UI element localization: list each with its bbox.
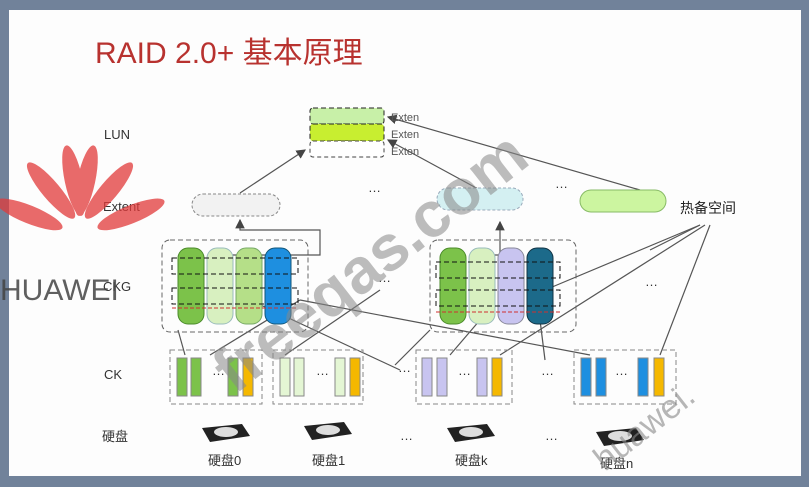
slide-title: RAID 2.0+ 基本原理: [95, 37, 363, 70]
extent-white: [191, 193, 281, 217]
hard-disk-icon: [447, 424, 495, 442]
ellipsis: …: [545, 428, 558, 443]
ellipsis: …: [212, 363, 225, 378]
hard-disk-icon: [304, 422, 352, 440]
slide-panel: [9, 10, 801, 476]
ck-groups: [169, 349, 677, 405]
ellipsis: …: [316, 363, 329, 378]
ellipsis: …: [400, 428, 413, 443]
lun-stack: [309, 107, 385, 158]
ellipsis: …: [645, 274, 658, 289]
ckg-group-left: [161, 239, 309, 333]
ellipsis: …: [541, 363, 554, 378]
row-label-lun: LUN: [104, 127, 130, 142]
extent-cyan: [436, 187, 524, 211]
disk-label: 硬盘1: [312, 453, 345, 468]
lun-extent-label: Exten: [391, 146, 419, 158]
ckg-group-right: [429, 239, 577, 333]
row-label-disk: 硬盘: [102, 429, 128, 444]
hot-spare-label: 热备空间: [680, 200, 736, 216]
extent-hot-spare: [579, 189, 667, 213]
ellipsis: …: [458, 363, 471, 378]
huawei-logo-text: HUAWEI: [0, 274, 119, 307]
ellipsis: …: [555, 176, 568, 191]
extent-row: [191, 187, 667, 217]
ellipsis: …: [368, 180, 381, 195]
row-label-ck: CK: [104, 367, 122, 382]
lun-extent-label: Exten: [391, 112, 419, 124]
row-label-ckg: CKG: [103, 279, 131, 294]
hard-disk-icon: [596, 428, 644, 446]
ellipsis: …: [398, 360, 411, 375]
huawei-logo-watermark: [0, 145, 165, 231]
disk-label: 硬盘k: [455, 453, 488, 468]
lun-extent-label: Exten: [391, 129, 419, 141]
ellipsis: …: [378, 270, 391, 285]
disk-label: 硬盘0: [208, 453, 241, 468]
hard-disk-icon: [202, 424, 250, 442]
disk-label: 硬盘n: [600, 456, 633, 471]
ellipsis: …: [615, 363, 628, 378]
disk-icons: [202, 422, 644, 446]
